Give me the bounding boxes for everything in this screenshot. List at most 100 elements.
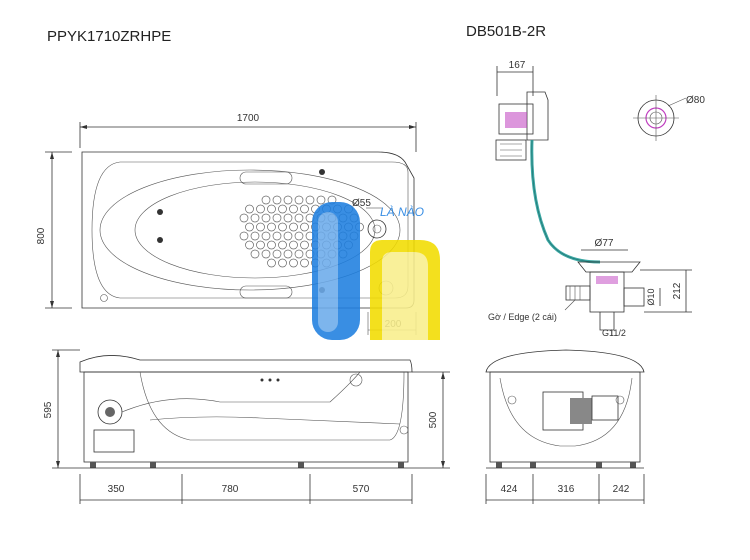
drain-flange — [577, 261, 641, 273]
side-rim — [79, 355, 413, 373]
outlet-pipe — [623, 287, 645, 307]
end-rim — [485, 349, 645, 373]
anti-slip-dot — [294, 249, 304, 259]
foot-icon — [298, 462, 304, 468]
anti-slip-dot — [250, 213, 260, 223]
arrow-icon — [50, 301, 54, 308]
anti-slip-dot — [300, 240, 309, 250]
anti-slip-dot — [272, 195, 282, 205]
logo-arch-inner — [382, 252, 428, 340]
end-jet — [615, 395, 625, 405]
anti-slip-dot — [294, 195, 304, 205]
anti-slip-dot — [283, 249, 293, 259]
anti-slip-dot — [278, 240, 287, 250]
length-label: 1700 — [237, 113, 260, 124]
overflow-inner — [372, 224, 382, 234]
jet-icon — [157, 209, 163, 215]
cover-diameter-label: Ø80 — [686, 95, 705, 106]
foot-icon — [496, 462, 502, 468]
pipe-lower — [149, 416, 401, 425]
end-segment-right-label: 242 — [613, 484, 630, 495]
overflow-housing — [526, 91, 549, 141]
drain-outlet — [399, 425, 409, 435]
drain-detail: 167 Ø80 Ø77 — [488, 60, 705, 338]
drain-model-title: DB501B-2R — [466, 23, 547, 40]
segment-left-label: 350 — [108, 484, 125, 495]
waste-diameter-label: Ø77 — [595, 238, 614, 249]
overflow-nut — [495, 139, 527, 161]
end-inner-tub — [499, 377, 633, 447]
anti-slip-dot — [261, 195, 271, 205]
anti-slip-dot — [261, 231, 271, 241]
side-body — [83, 371, 409, 463]
motor-icon — [570, 398, 592, 424]
drain-valve-icon — [349, 373, 363, 387]
anti-slip-dot — [250, 249, 260, 259]
arrow-icon — [50, 152, 54, 159]
anti-slip-dot — [250, 231, 260, 241]
anti-slip-dot — [283, 231, 293, 241]
pipe-diameter-label: Ø10 — [646, 288, 656, 305]
segment-right-label: 570 — [353, 484, 370, 495]
edge-nut — [565, 285, 591, 301]
anti-slip-dot — [245, 240, 254, 250]
cable — [530, 139, 601, 264]
end-junction-box — [591, 395, 619, 421]
anti-slip-dot — [289, 204, 298, 214]
height-total-label: 595 — [43, 401, 54, 418]
motor-block — [93, 429, 135, 453]
logo-blue-bar — [312, 202, 360, 340]
segment-mid-label: 780 — [222, 484, 239, 495]
logo-yellow-arch — [370, 240, 440, 340]
anti-slip-dot — [283, 195, 293, 205]
headrest-top — [239, 171, 293, 185]
anti-slip-dot — [272, 231, 282, 241]
anti-slip-dot — [256, 240, 265, 250]
edge-label: Gờ / Edge (2 cái) — [488, 312, 557, 322]
width-label: 800 — [36, 227, 47, 244]
anti-slip-dot — [294, 231, 304, 241]
hole-diameter-label: Ø55 — [352, 198, 371, 209]
cover-leader — [667, 97, 687, 107]
overflow-hole-icon — [367, 219, 387, 239]
anti-slip-dot — [278, 222, 287, 232]
pump-core — [105, 407, 115, 417]
control-icon — [100, 294, 108, 302]
anti-slip-dot — [278, 258, 287, 268]
overflow-body — [498, 103, 534, 135]
tub-rim — [91, 161, 409, 299]
anti-slip-dot — [256, 204, 265, 214]
anti-slip-dot — [239, 231, 249, 241]
foot-icon — [90, 462, 96, 468]
side-view: 595 500 350 780 570 — [43, 349, 450, 504]
anti-slip-dot — [272, 213, 282, 223]
jet-dot — [260, 378, 264, 382]
foot-icon — [398, 462, 404, 468]
height-label: 212 — [672, 282, 683, 299]
arrow-icon — [80, 125, 87, 129]
arrow-icon — [56, 350, 60, 357]
end-body — [489, 371, 641, 463]
anti-slip-dot — [267, 258, 276, 268]
tub-floor — [134, 181, 376, 279]
anti-slip-dot — [300, 222, 309, 232]
foot-icon — [630, 462, 636, 468]
anti-slip-dot — [300, 204, 309, 214]
arrow-icon — [441, 372, 445, 379]
anti-slip-dot — [289, 240, 298, 250]
anti-slip-dot — [267, 204, 276, 214]
anti-slip-dot — [272, 249, 282, 259]
logo-highlight — [318, 212, 338, 332]
anti-slip-dot — [239, 213, 249, 223]
end-jet — [507, 395, 517, 405]
watermark-text: LÀ NÀO — [380, 204, 424, 219]
thread-label: G11/2 — [602, 328, 626, 338]
drain-gasket — [596, 276, 618, 284]
anti-slip-dot — [245, 204, 254, 214]
anti-slip-dot — [267, 240, 276, 250]
jet-dot — [268, 378, 272, 382]
watermark-logo: LÀ NÀO — [312, 202, 440, 340]
anti-slip-dot — [316, 195, 326, 205]
headrest-bottom — [239, 285, 293, 299]
tail-pipe — [599, 312, 615, 331]
